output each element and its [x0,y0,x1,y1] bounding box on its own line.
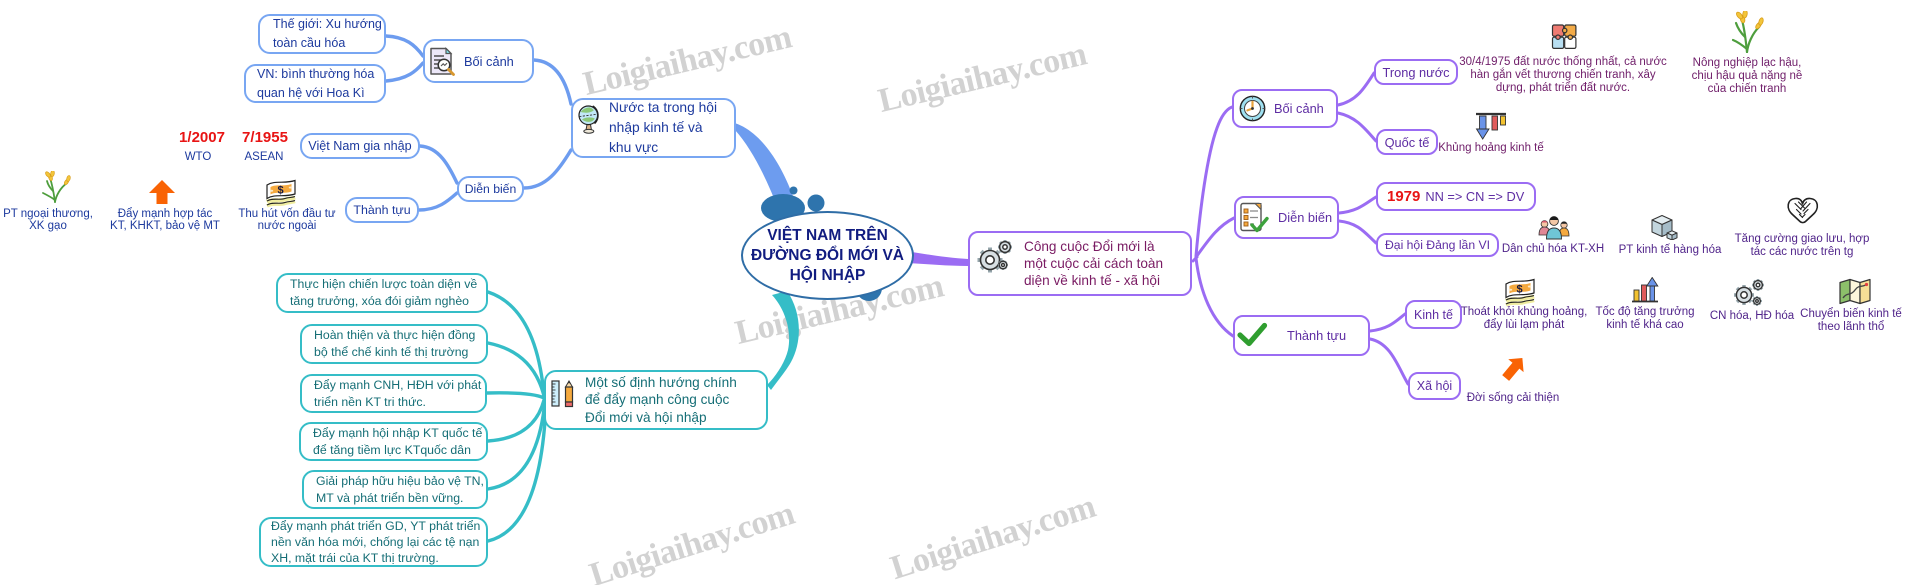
svg-text:$: $ [1516,284,1522,296]
svg-text:$: $ [277,185,283,197]
